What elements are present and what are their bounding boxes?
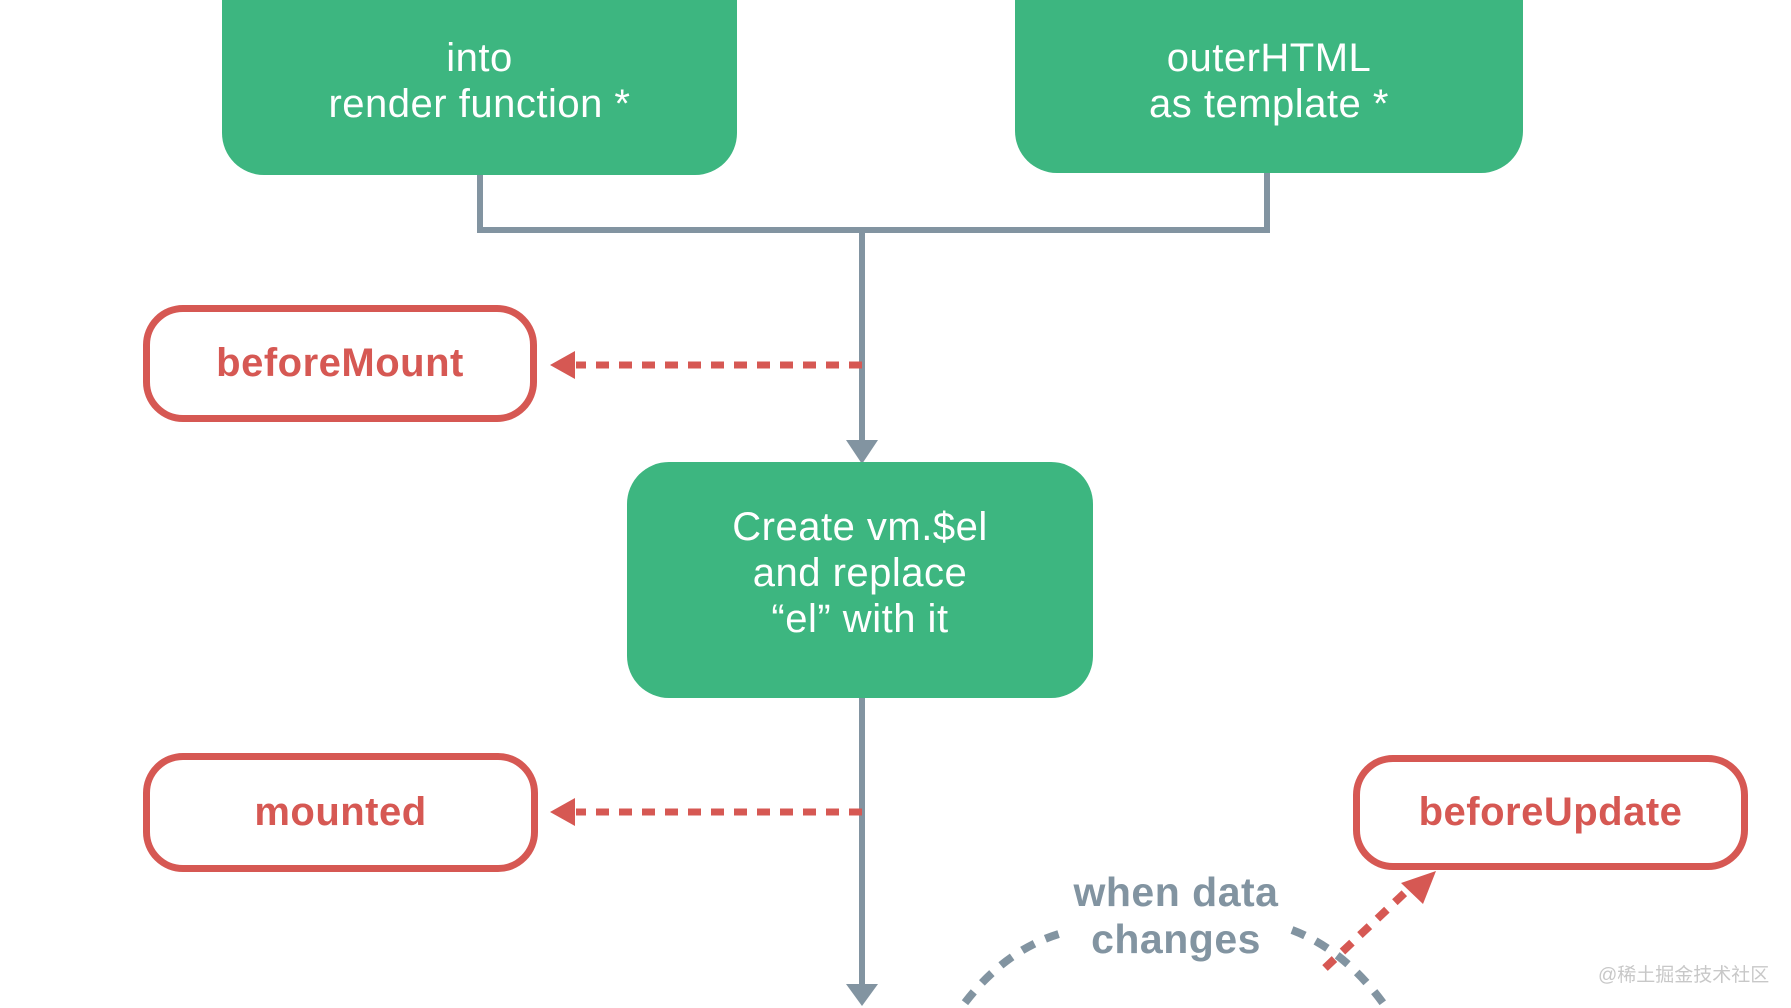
hook-label: beforeUpdate — [1418, 790, 1683, 834]
hook-before-update: beforeUpdate — [1353, 755, 1748, 870]
node-compile-outerhtml-as-template: outerHTML as template * — [1015, 0, 1523, 173]
watermark-text: @稀土掘金技术社区 — [1598, 965, 1770, 986]
update-loop-arc-left — [956, 929, 1064, 1008]
hook-before-mount: beforeMount — [143, 305, 537, 422]
arrowhead-before-update — [1401, 871, 1436, 904]
update-loop-arc-right — [1290, 926, 1392, 1008]
hook-mounted: mounted — [143, 753, 538, 872]
note-when-data-changes: when data changes — [976, 869, 1376, 963]
node-line: and replace — [752, 551, 968, 595]
node-line: render function * — [328, 82, 631, 126]
node-compile-template-into-render-function: into render function * — [222, 0, 737, 175]
node-line: outerHTML — [1166, 36, 1372, 80]
node-create-vm-el: Create vm.$el and replace “el” with it — [627, 462, 1093, 698]
note-line: changes — [1091, 916, 1261, 962]
node-line: Create vm.$el — [732, 505, 988, 549]
arrowhead-bottom — [846, 984, 878, 1006]
note-line: when data — [1073, 869, 1279, 915]
arrowhead-mounted — [550, 798, 575, 826]
node-line: as template * — [1149, 82, 1389, 126]
hook-label: beforeMount — [216, 341, 464, 385]
arrowhead-into-create-box — [846, 440, 878, 464]
arrowhead-before-mount — [550, 351, 575, 379]
hook-label: mounted — [254, 790, 427, 834]
node-line: into — [446, 36, 513, 80]
dashed-arrow-before-update — [1322, 883, 1415, 971]
node-line: “el” with it — [771, 597, 949, 641]
